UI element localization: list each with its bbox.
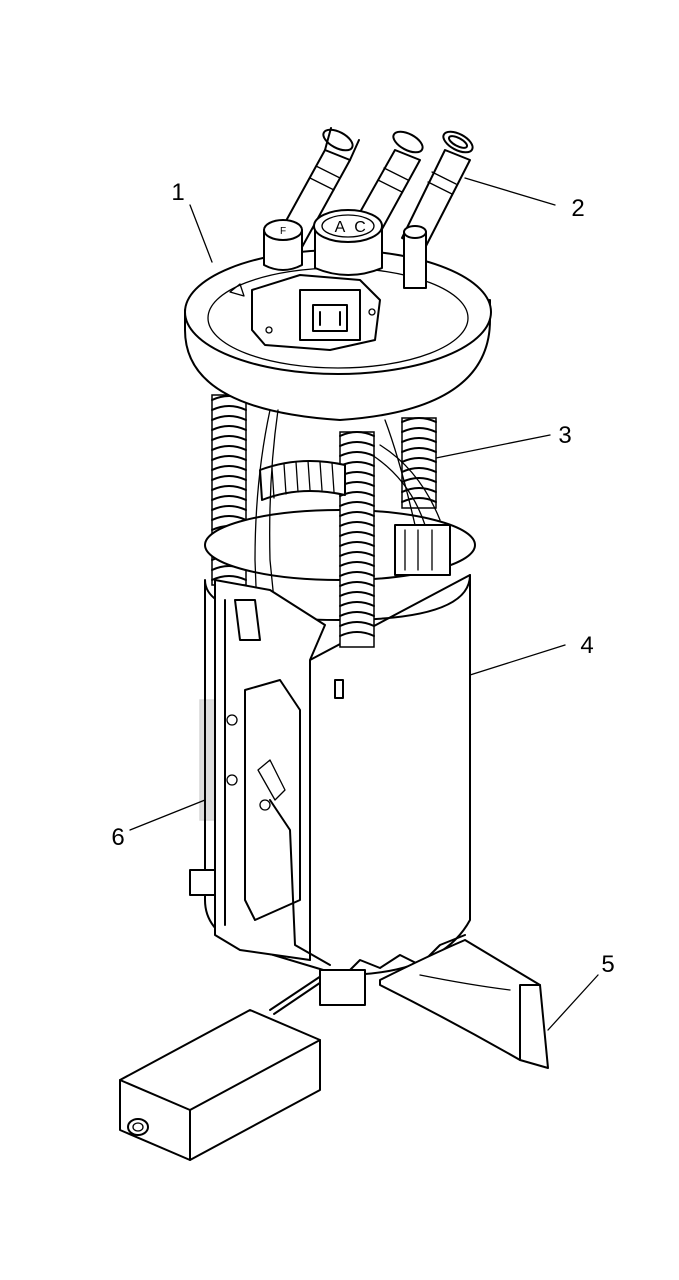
callout-4: 4 bbox=[580, 632, 593, 659]
harness-wires bbox=[254, 409, 416, 681]
callout-6: 6 bbox=[111, 824, 124, 851]
callout-leaders bbox=[129, 177, 599, 1031]
leader-4 bbox=[469, 644, 566, 676]
cap-label-f: F bbox=[280, 226, 286, 237]
module-cover-flange bbox=[184, 249, 492, 421]
fuel-level-sensor bbox=[189, 579, 331, 966]
leader-2 bbox=[464, 177, 556, 206]
callout-1: 1 bbox=[171, 179, 184, 206]
leader-6 bbox=[129, 799, 206, 831]
corrugated-hose bbox=[259, 460, 346, 501]
wiring-connector bbox=[371, 444, 451, 576]
cap-label-c: C bbox=[354, 219, 366, 236]
fuel-float bbox=[119, 1009, 321, 1161]
callout-2: 2 bbox=[571, 195, 584, 222]
vent-fitting bbox=[403, 225, 427, 289]
port-cap-f: F bbox=[263, 219, 303, 271]
leader-3 bbox=[435, 434, 551, 459]
port-cap-ac: A C bbox=[313, 209, 383, 276]
fuel-strainer bbox=[379, 939, 549, 1069]
callout-5: 5 bbox=[601, 951, 614, 978]
float-arm bbox=[269, 969, 366, 1015]
cap-label-a: A bbox=[335, 219, 346, 236]
leader-1 bbox=[189, 204, 213, 263]
leader-5 bbox=[547, 974, 599, 1031]
callout-3: 3 bbox=[558, 422, 571, 449]
